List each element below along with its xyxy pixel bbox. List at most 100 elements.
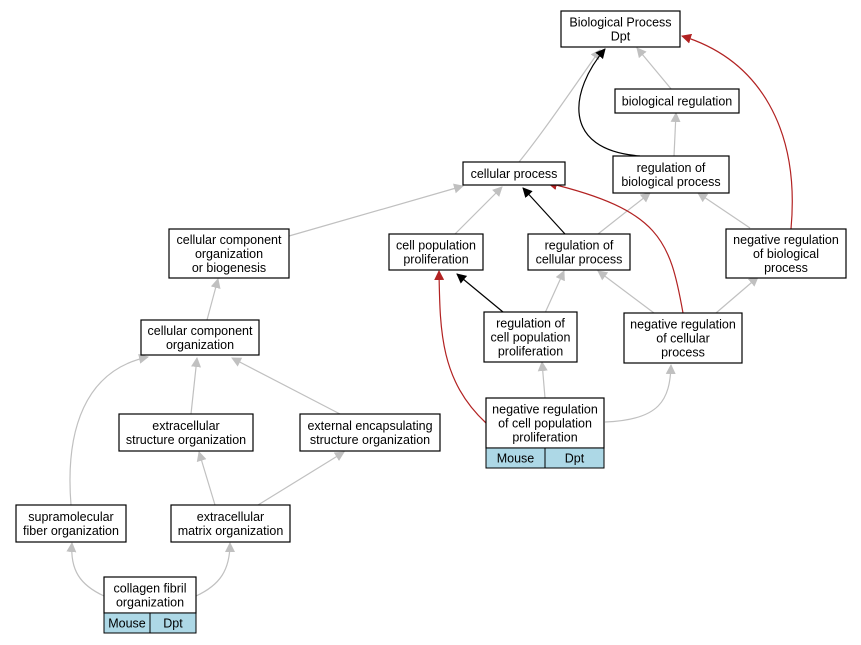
- node-box-eso: [118, 413, 254, 452]
- edge-eeso-to-cco: [231, 357, 341, 415]
- edge-rcp-to-rbp: [597, 192, 651, 235]
- node-label-line: matrix organization: [178, 524, 284, 538]
- edge-emo-to-eeso: [257, 451, 345, 506]
- node-label-line: cellular component: [177, 233, 282, 247]
- tag-label: Mouse: [497, 452, 535, 466]
- node-label-line: cell population: [491, 331, 571, 345]
- node-cp: cellular process: [462, 161, 566, 186]
- tag-label: Dpt: [565, 452, 585, 466]
- edge-nrcp-to-cp: [547, 180, 684, 314]
- node-label-line: external encapsulating: [307, 419, 432, 433]
- edge-cfo-to-emo: [195, 542, 235, 597]
- node-label-line: cell population: [396, 239, 476, 253]
- node-label-line: extracellular: [152, 419, 219, 433]
- node-box-bp: [560, 10, 681, 48]
- edge-cpp-to-cp: [454, 186, 503, 235]
- node-label-line: proliferation: [403, 253, 468, 267]
- node-label-line: Dpt: [611, 30, 631, 44]
- node-label-line: proliferation: [498, 345, 563, 359]
- node-box-rcpp: [483, 311, 578, 363]
- node-label-line: biological regulation: [622, 95, 733, 109]
- edge-nrcpp-to-nrcp: [604, 364, 676, 423]
- node-box-ccob: [168, 228, 290, 279]
- node-label-line: cellular process: [471, 167, 558, 181]
- node-box-nrcpp: [485, 397, 605, 449]
- node-label-line: fiber organization: [23, 524, 119, 538]
- node-label-line: organization: [166, 338, 234, 352]
- node-box-br: [614, 88, 740, 114]
- edge-nrcpp-to-rcpp: [537, 361, 548, 399]
- tag-label: Mouse: [108, 617, 146, 631]
- node-label-line: regulation of: [545, 239, 614, 253]
- node-box-cpp: [388, 233, 484, 271]
- edge-nrbp-to-bp: [681, 33, 793, 230]
- node-label-line: organization: [195, 247, 263, 261]
- edge-rcpp-to-cpp: [456, 273, 504, 313]
- edges: [66, 33, 793, 597]
- edge-nrcp-to-rcp: [597, 270, 655, 314]
- node-box-sfo: [15, 504, 127, 543]
- node-label-line: or biogenesis: [192, 261, 266, 275]
- tag-cell-dpt: [544, 447, 605, 469]
- node-label-line: structure organization: [126, 433, 246, 447]
- node-box-rcp: [527, 233, 631, 271]
- tag-cell-dpt: [149, 612, 197, 634]
- edge-eso-to-cco: [190, 357, 202, 415]
- node-label-line: proliferation: [512, 431, 577, 445]
- node-label-line: regulation of: [637, 161, 706, 175]
- edge-sfo-to-cco: [69, 353, 149, 506]
- edge-nrcpp-to-cpp: [434, 270, 487, 424]
- node-label-line: cellular component: [148, 324, 253, 338]
- node-label-line: structure organization: [310, 433, 430, 447]
- node-label-line: biological process: [621, 175, 720, 189]
- edge-nrbp-to-rbp: [697, 192, 751, 229]
- node-label-line: negative regulation: [492, 403, 598, 417]
- edge-cco-to-ccob: [206, 278, 221, 321]
- node-box-nrcp: [623, 312, 743, 364]
- edge-br-to-bp: [636, 47, 673, 91]
- node-box-rbp: [612, 155, 730, 194]
- node-box-cfo: [103, 576, 197, 614]
- node-box-emo: [170, 504, 291, 543]
- edge-cfo-to-sfo: [66, 542, 105, 597]
- edge-rbp-to-bp: [578, 48, 641, 157]
- node-box-cco: [140, 319, 260, 356]
- node-label-line: cellular process: [536, 253, 623, 267]
- node-label-line: Biological Process: [569, 16, 671, 30]
- edge-rcpp-to-rcp: [544, 270, 565, 314]
- node-label-line: negative regulation: [733, 233, 839, 247]
- edge-rcp-to-cp: [522, 187, 566, 235]
- node-label-line: of biological: [753, 247, 819, 261]
- edge-nrcp-to-nrbp: [715, 276, 759, 314]
- edge-emo-to-eso: [196, 451, 216, 506]
- edge-rbp-to-br: [670, 112, 681, 157]
- node-label-line: supramolecular: [28, 510, 113, 524]
- edge-cp-to-bp: [518, 49, 601, 163]
- node-label-line: collagen fibril: [114, 582, 187, 596]
- node-label-line: of cell population: [498, 417, 592, 431]
- node-box-eeso: [299, 413, 441, 452]
- node-box-nrbp: [725, 228, 847, 279]
- node-box-cp: [462, 161, 566, 186]
- node-label-line: organization: [116, 596, 184, 610]
- tag-label: Dpt: [163, 617, 183, 631]
- edge-ccob-to-cp: [288, 183, 464, 237]
- node-label-line: process: [764, 261, 808, 275]
- node-label-line: negative regulation: [630, 318, 736, 332]
